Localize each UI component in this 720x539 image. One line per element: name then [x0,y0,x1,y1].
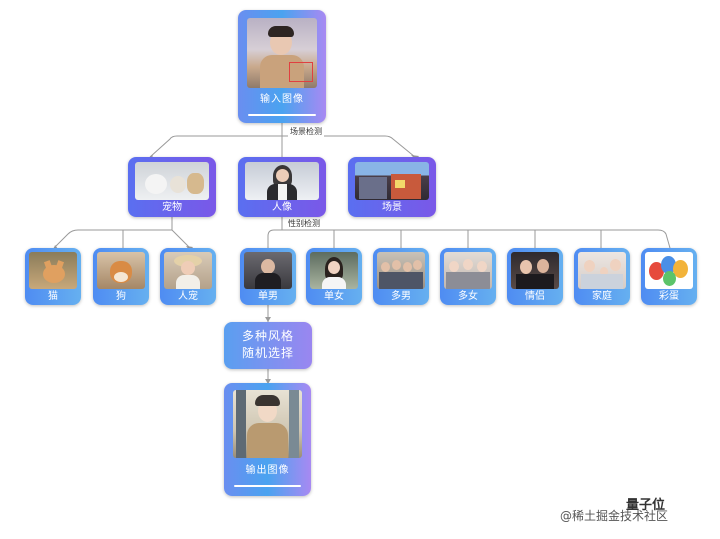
leaf-single-male-node: 单男 [240,248,296,305]
single-female-label: 单女 [324,291,344,302]
output-underline [234,485,301,487]
person-pet-photo [164,252,212,289]
input-underline [248,114,316,116]
scene-photo [355,162,429,200]
category-scene-node: 场景 [348,157,436,217]
pets-photo [135,162,209,200]
style-line2: 随机选择 [241,346,294,360]
gender-detect-label: 性别检测 [286,219,322,229]
single-female-photo [310,252,358,289]
multi-male-photo [377,252,425,289]
input-image-node: 输入图像 [238,10,326,123]
category-pets-node: 宠物 [128,157,216,217]
leaf-family-node: 家庭 [574,248,630,305]
style-line1: 多种风格 [241,329,294,343]
couple-label: 情侣 [525,291,545,302]
scene-label: 场景 [382,202,402,213]
multi-female-photo [444,252,492,289]
single-male-photo [244,252,292,289]
single-male-label: 单男 [258,291,278,302]
family-label: 家庭 [592,291,612,302]
watermark-brand: 量子位 [626,498,666,513]
leaf-easter-egg-node: 彩蛋 [641,248,697,305]
multi-male-label: 多男 [391,291,411,302]
multi-female-label: 多女 [458,291,478,302]
cat-photo [29,252,77,289]
balloons-photo [645,252,693,289]
pets-label: 宠物 [162,202,182,213]
input-label: 输入图像 [260,94,304,105]
leaf-multi-male-node: 多男 [373,248,429,305]
portrait-photo [245,162,319,200]
output-label: 输出图像 [245,465,290,476]
output-image-node: 输出图像 [224,383,311,496]
category-portrait-node: 人像 [238,157,326,217]
leaf-single-female-node: 单女 [306,248,362,305]
leaf-couple-node: 情侣 [507,248,563,305]
leaf-cat-node: 猫 [25,248,81,305]
watermark-site: @稀土掘金技术社区 [560,509,669,523]
cat-label: 猫 [48,291,58,302]
output-photo [233,390,302,458]
dog-label: 狗 [116,291,126,302]
person-pet-label: 人宠 [178,291,198,302]
portrait-label: 人像 [272,202,292,213]
leaf-dog-node: 狗 [93,248,149,305]
couple-photo [511,252,559,289]
style-random-node: 多种风格 随机选择 [224,322,312,369]
family-photo [578,252,626,289]
input-photo [247,18,317,88]
scene-detect-label: 场景检测 [288,127,324,137]
leaf-person-pet-node: 人宠 [160,248,216,305]
dog-photo [97,252,145,289]
easter-egg-label: 彩蛋 [659,291,679,302]
leaf-multi-female-node: 多女 [440,248,496,305]
